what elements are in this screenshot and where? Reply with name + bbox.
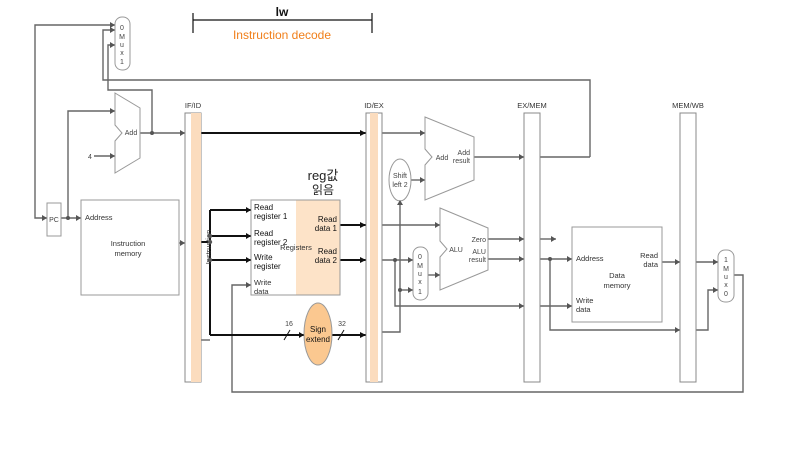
instruction-bus-label: Instruction (204, 230, 213, 265)
alu: ALU Zero ALU result (439, 207, 489, 291)
diagram-label: Address (85, 213, 113, 222)
pipeline-register-label: IF/ID (185, 101, 202, 110)
data-memory: Address Read data Write data Data memory (571, 226, 663, 323)
diagram-label: register (254, 262, 281, 271)
diagram-label: 0 (418, 254, 422, 261)
junction-dots (66, 131, 552, 292)
diagram-label: ALU (449, 247, 463, 254)
diagram-label: 1 (418, 289, 422, 296)
arrow-heads (42, 22, 718, 338)
diagram-label: Read (318, 247, 337, 256)
diagram-label: Shift (393, 173, 407, 180)
mux-alu-src: 0 M u x 1 (412, 246, 429, 301)
diagram-label: Write (576, 296, 593, 305)
diagram-label: Add (436, 155, 449, 162)
diagram-label: PC (49, 217, 59, 224)
pipeline-register-memwb: MEM/WB (672, 101, 704, 383)
diagram-label: 32 (338, 321, 346, 328)
diagram-label: reg값 (308, 168, 339, 183)
mux-pc: 0 M u x 1 (114, 16, 131, 71)
diagram-label: left 2 (392, 182, 407, 189)
diagram-label: ALU (472, 249, 486, 256)
diagram-label: register 2 (254, 238, 288, 247)
diagram-label: u (724, 274, 728, 281)
diagram-label: Sign (310, 325, 326, 334)
diagram-label: Add (458, 150, 471, 157)
diagram-label: Read (640, 251, 658, 260)
diagram-label: x (724, 282, 728, 289)
diagram-label: data (254, 287, 269, 296)
diagram-label: 1 (724, 257, 728, 264)
diagram-label: result (469, 257, 486, 264)
diagram-label: 읽음 (312, 183, 334, 197)
diagram-label: Read (318, 215, 337, 224)
diagram-label: u (120, 42, 124, 49)
pipeline-register-label: ID/EX (364, 101, 384, 110)
diagram-label: extend (306, 335, 330, 344)
diagram-label: M (723, 266, 729, 273)
diagram-label: data 1 (315, 224, 338, 233)
diagram-label: Instruction (111, 239, 146, 248)
sign-extend: Sign extend 16 32 (283, 302, 346, 366)
branch-adder: Add Add result (424, 116, 475, 201)
stage-title: Instruction decode (233, 28, 331, 42)
diagram-label: Zero (472, 237, 487, 244)
instruction-memory: Address Instruction memory (80, 199, 180, 296)
diagram-label: Registers (280, 243, 312, 252)
diagram-label: 0 (724, 291, 728, 298)
diagram-label: x (418, 279, 422, 286)
constant-four: 4 (88, 154, 92, 161)
diagram-label: Read (254, 229, 273, 238)
diagram-label: memory (603, 281, 630, 290)
diagram-label: x (120, 50, 124, 57)
instruction-name: lw (276, 5, 289, 19)
diagram-label: data 2 (315, 256, 338, 265)
pipeline-register-label: EX/MEM (517, 101, 547, 110)
diagram-label: Add (125, 130, 138, 137)
diagram-label: register 1 (254, 212, 288, 221)
program-counter: PC (46, 202, 62, 237)
diagram-label: Write (254, 253, 273, 262)
diagram-label: u (418, 271, 422, 278)
pipeline-register-ifid: IF/ID (184, 101, 202, 383)
diagram-label: Data (609, 271, 626, 280)
diagram-label: Write (254, 278, 271, 287)
header: lw Instruction decode (192, 5, 373, 42)
diagram-label: result (453, 158, 470, 165)
diagram-label: M (417, 263, 423, 270)
diagram-label: data (576, 305, 591, 314)
diagram-label: data (643, 260, 658, 269)
shift-left-two: Shift left 2 (388, 158, 412, 202)
diagram-label: Address (576, 254, 604, 263)
pipeline-register-idex: ID/EX (364, 101, 384, 383)
diagram-label: 1 (120, 59, 124, 66)
diagram-label: M (119, 34, 125, 41)
register-read-annotation: reg값 읽음 (308, 168, 339, 197)
mux-writeback: 1 M u x 0 (717, 249, 735, 303)
diagram-label: memory (114, 249, 141, 258)
pipeline-register-label: MEM/WB (672, 101, 704, 110)
diagram-label: Read (254, 203, 273, 212)
diagram-label: 16 (285, 321, 293, 328)
register-file: Read register 1 Read register 2 Write re… (250, 199, 341, 296)
diagram-label: 0 (120, 25, 124, 32)
pipeline-register-exmem: EX/MEM (517, 101, 547, 383)
pc-adder: Add 4 (88, 92, 141, 174)
